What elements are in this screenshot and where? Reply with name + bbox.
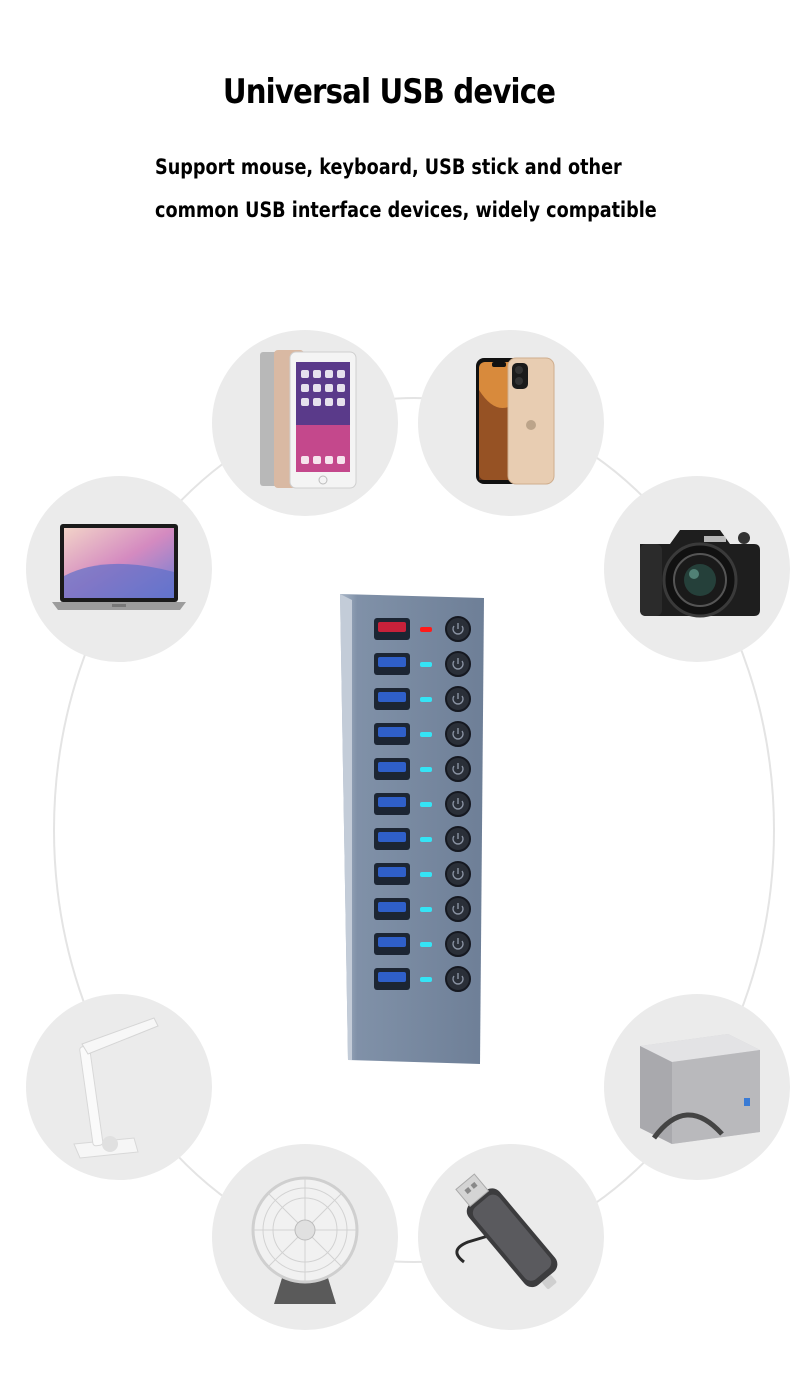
smartphone-icon: [476, 357, 555, 485]
power-icon: [452, 693, 464, 705]
status-led: [420, 732, 432, 737]
usb-port-tongue: [378, 867, 406, 877]
status-led: [420, 802, 432, 807]
hard-drive-icon: [640, 1034, 760, 1144]
power-icon: [452, 868, 464, 880]
status-led: [420, 907, 432, 912]
usb-port-tongue: [378, 902, 406, 912]
usb-port-tongue: [378, 692, 406, 702]
status-led: [420, 942, 432, 947]
power-icon: [452, 973, 464, 985]
usb-port-tongue: [378, 657, 406, 667]
tablet-icon: [260, 350, 357, 489]
page-subtitle: Support mouse, keyboard, USB stick and o…: [155, 146, 657, 232]
status-led: [420, 697, 432, 702]
usb-port-tongue: [378, 972, 406, 982]
power-icon: [452, 798, 464, 810]
power-icon: [452, 728, 464, 740]
status-led: [420, 872, 432, 877]
usb-port-tongue: [378, 762, 406, 772]
power-icon: [452, 658, 464, 670]
laptop-icon: [52, 524, 186, 610]
device-bubble-hard-drive-enclosure: [604, 994, 790, 1180]
page-title: Universal USB device: [222, 72, 556, 112]
status-led: [420, 662, 432, 667]
device-bubble-card-reader: [418, 1144, 604, 1330]
usb-port-tongue: [378, 832, 406, 842]
power-icon: [452, 938, 464, 950]
desk-lamp-icon: [73, 1017, 159, 1159]
usb-port-tongue: [378, 727, 406, 737]
usb-hub-illustration: [340, 594, 484, 1064]
device-bubble-smartphone: [418, 330, 604, 516]
device-bubble-tablets: [212, 330, 398, 516]
device-bubble-laptop: [26, 476, 212, 662]
power-icon: [452, 903, 464, 915]
usb-port-tongue: [378, 797, 406, 807]
camera-icon: [640, 530, 760, 618]
usb-port-tongue: [378, 622, 406, 632]
card-reader-icon: [455, 1173, 558, 1290]
fan-icon: [251, 1176, 359, 1304]
usb-hub: [336, 594, 484, 1064]
status-led: [420, 977, 432, 982]
device-bubble-desk-lamp: [26, 994, 212, 1180]
device-bubble-usb-fan: [212, 1144, 398, 1330]
power-icon: [452, 763, 464, 775]
status-led: [420, 837, 432, 842]
usb-port-tongue: [378, 937, 406, 947]
subtitle-line-2: common USB interface devices, widely com…: [155, 198, 657, 222]
status-led: [420, 627, 432, 632]
device-bubble-camera: [604, 476, 790, 662]
subtitle-line-1: Support mouse, keyboard, USB stick and o…: [155, 155, 622, 179]
power-icon: [452, 623, 464, 635]
power-icon: [452, 833, 464, 845]
status-led: [420, 767, 432, 772]
